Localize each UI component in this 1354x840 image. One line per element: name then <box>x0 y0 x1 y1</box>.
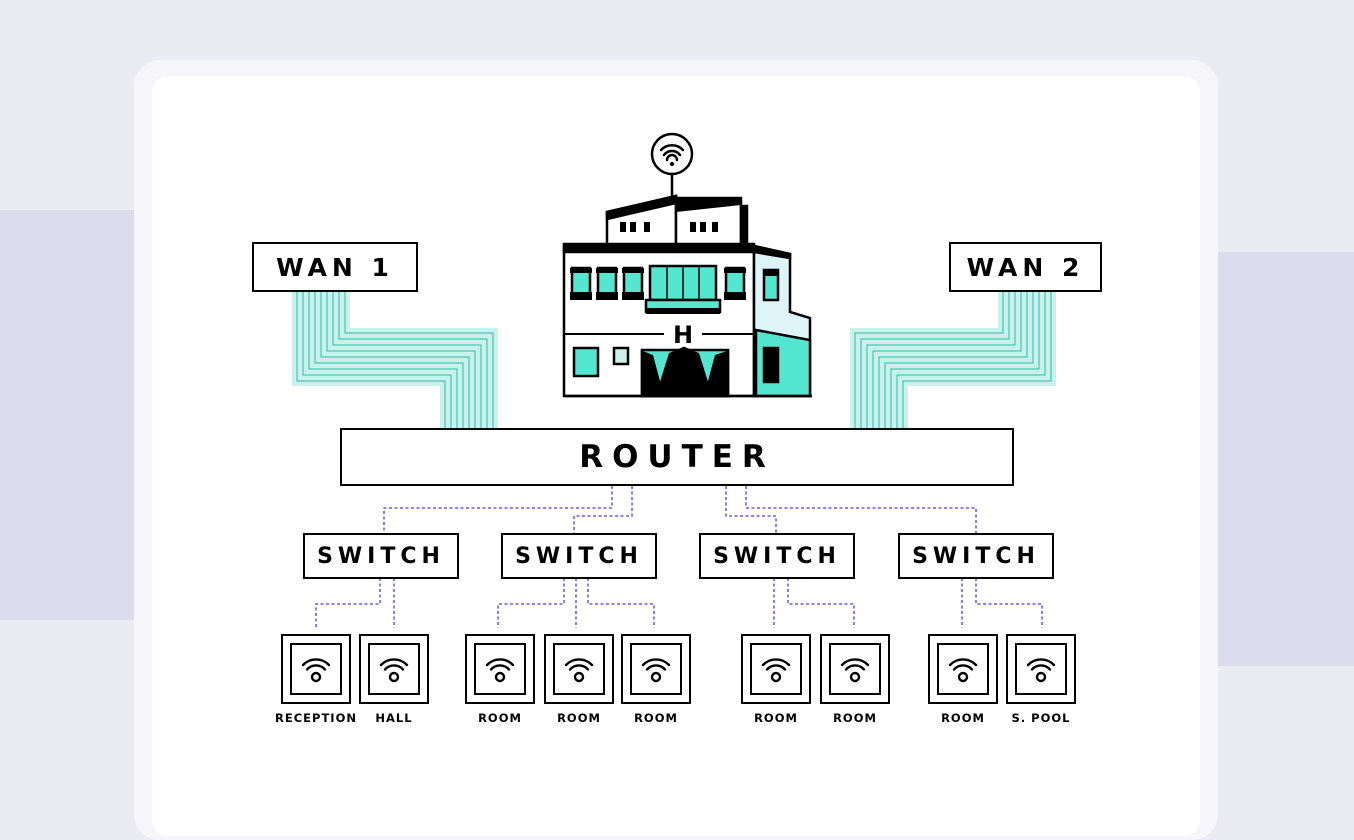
access-point-label: ROOM <box>634 711 678 725</box>
access-point-label: ROOM <box>833 711 877 725</box>
access-point-6 <box>741 634 811 704</box>
wifi-icon <box>840 658 870 683</box>
wan1-cable-bundle <box>292 290 498 428</box>
wifi-icon <box>641 658 671 683</box>
wan2-cable-bundle <box>850 290 1056 428</box>
access-point-label: ROOM <box>557 711 601 725</box>
wifi-icon <box>485 658 515 683</box>
switch-label: SWITCH <box>713 543 841 569</box>
access-point-4 <box>544 634 614 704</box>
wifi-icon <box>301 658 331 683</box>
hotel-building-icon <box>562 132 812 398</box>
access-point-inner <box>937 643 989 695</box>
access-point-inner <box>368 643 420 695</box>
network-diagram: H <box>292 132 1056 628</box>
access-point-inner <box>290 643 342 695</box>
wifi-icon <box>564 658 594 683</box>
access-point-label: HALL <box>375 711 413 725</box>
access-point-label: ROOM <box>754 711 798 725</box>
access-point-inner <box>829 643 881 695</box>
access-point-inner <box>630 643 682 695</box>
access-point-2 <box>359 634 429 704</box>
access-point-5 <box>621 634 691 704</box>
access-point-label: ROOM <box>478 711 522 725</box>
access-point-9 <box>1006 634 1076 704</box>
wifi-icon <box>379 658 409 683</box>
switch-label: SWITCH <box>515 543 643 569</box>
switch-label: SWITCH <box>317 543 445 569</box>
wan1-label: WAN 1 <box>276 252 394 282</box>
access-point-inner <box>553 643 605 695</box>
access-point-1 <box>281 634 351 704</box>
access-point-7 <box>820 634 890 704</box>
switch-label: SWITCH <box>912 543 1040 569</box>
dashed-links <box>315 486 1043 628</box>
access-point-label: S. POOL <box>1011 711 1071 725</box>
switch-box-4: SWITCH <box>898 533 1054 579</box>
router-box: ROUTER <box>340 428 1014 486</box>
access-point-label: ROOM <box>941 711 985 725</box>
switch-box-3: SWITCH <box>699 533 855 579</box>
wifi-icon <box>948 658 978 683</box>
switch-box-2: SWITCH <box>501 533 657 579</box>
access-point-3 <box>465 634 535 704</box>
wan1-box: WAN 1 <box>252 242 418 292</box>
background-band-left <box>0 210 140 620</box>
wifi-icon <box>1026 658 1056 683</box>
hotel-sign: H <box>673 321 693 349</box>
wan2-label: WAN 2 <box>966 252 1085 282</box>
router-label: ROUTER <box>579 439 775 475</box>
access-point-label: RECEPTION <box>275 711 357 725</box>
access-point-8 <box>928 634 998 704</box>
access-point-inner <box>1015 643 1067 695</box>
wifi-icon <box>761 658 791 683</box>
background-band-right <box>1214 252 1354 666</box>
switch-box-1: SWITCH <box>303 533 459 579</box>
wan2-box: WAN 2 <box>949 242 1102 292</box>
access-point-inner <box>474 643 526 695</box>
access-point-inner <box>750 643 802 695</box>
antenna-wifi-icon <box>659 143 685 162</box>
